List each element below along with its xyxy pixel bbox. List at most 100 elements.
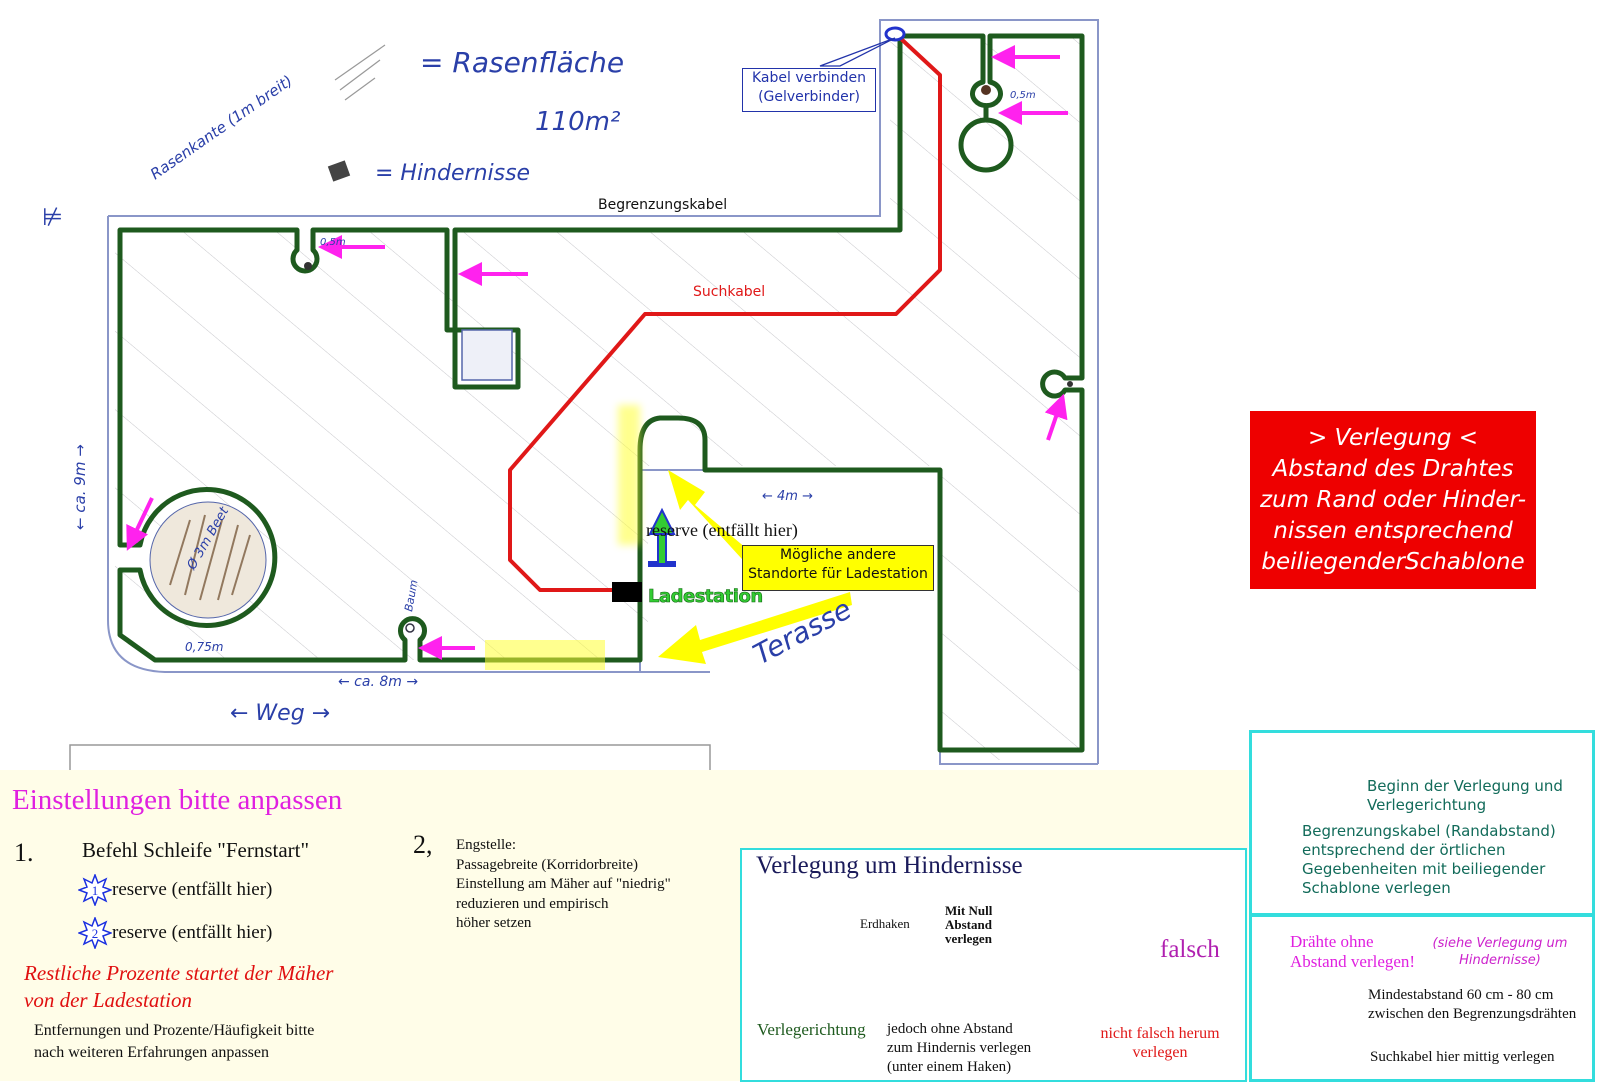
hooks-label: Erdhaken (860, 916, 910, 931)
svg-text:Baum: Baum (402, 579, 420, 613)
item2-line: Passagebreite (Korridorbreite) (456, 856, 639, 873)
zero-gap-line: verlegen (945, 931, 992, 946)
boundary-note: Begrenzungskabel (Randabstand) entsprech… (1302, 822, 1556, 898)
svg-text:1: 1 (92, 883, 99, 898)
zero-gap-line: Mit Null (945, 903, 993, 918)
item2-line: reduzieren und empirisch (456, 895, 609, 912)
item2-line: Einstellung am Mäher auf "niedrig" (456, 876, 671, 892)
connector-callout-line2: (Gelverbinder) (758, 89, 860, 105)
charging-station-icon (612, 582, 642, 602)
boundary-note-line: entsprechend der örtlichen (1302, 841, 1506, 859)
alt-station-line1: Mögliche andere (780, 547, 896, 563)
info-line: Abstand des Drahtes (1272, 455, 1514, 482)
wires-note: Drähte ohne Abstand verlegen! (1290, 932, 1415, 972)
svg-text:← 4m →: ← 4m → (762, 489, 813, 504)
star-badge-1-icon: 1 (78, 874, 112, 906)
svg-text:0,75m: 0,75m (185, 640, 223, 654)
reserve-text-1: reserve (entfällt hier) (112, 879, 273, 900)
see-note-line: Hindernisse) (1459, 953, 1541, 968)
connector-callout-line1: Kabel verbinden (751, 70, 867, 86)
start-direction-arrow-icon (648, 507, 676, 567)
boundary-note-line: Gegebenheiten mit beiliegender (1302, 860, 1546, 878)
search-center-note: Suchkabel hier mittig verlegen (1370, 1049, 1555, 1065)
start-label-line: Verlegerichtung (1367, 796, 1487, 814)
obstacle-panel-title: Verlegung um Hindernisse (756, 852, 1023, 879)
obstacle-routing-panel (740, 848, 1247, 1082)
wrong-label: falsch (1160, 936, 1220, 963)
search-cable (508, 34, 942, 592)
alt-station-line2: Standorte für Ladestation (748, 566, 928, 582)
search-cable-label: Suchkabel (693, 284, 765, 300)
lawn-area (115, 38, 1080, 760)
wires-note-line: Drähte ohne (1290, 932, 1374, 951)
see-obstacle-note: (siehe Verlegung um Hindernisse) (1420, 935, 1580, 969)
lawn-legend-text: = Rasenfläche (420, 46, 624, 79)
installation-info-box: > Verlegung < Abstand des Drahtes zum Ra… (1250, 411, 1536, 589)
lawn-area-text: 110m² (535, 107, 620, 137)
legend-panel-start (1249, 730, 1595, 916)
item1-number: 1. (14, 838, 34, 867)
reserve-item-2: 2 reserve (entfällt hier) (78, 917, 272, 949)
no-gap-note: jedoch ohne Abstand zum Hindernis verleg… (887, 1020, 1031, 1077)
magenta-arrows (126, 45, 1068, 660)
yellow-arrows (658, 470, 852, 664)
item1-heading: Befehl Schleife "Fernstart" (82, 838, 310, 862)
remaining-line: von der Ladestation (24, 988, 192, 1012)
wrong-note-line: nicht falsch herum (1100, 1025, 1220, 1042)
reserve-item-1: 1 reserve (entfällt hier) (78, 874, 272, 906)
item2-line: höher setzen (456, 915, 532, 931)
zero-gap-line: Abstand (945, 917, 992, 932)
svg-text:2: 2 (92, 926, 99, 941)
item2-text: Engstelle: Passagebreite (Korridorbreite… (456, 836, 671, 934)
alt-station-callout: Mögliche andere Standorte für Ladestatio… (742, 545, 934, 591)
boundary-note-line: Begrenzungskabel (Randabstand) (1302, 822, 1556, 840)
no-gap-line: (unter einem Haken) (887, 1059, 1012, 1075)
info-line: zum Rand oder Hinder- (1259, 486, 1527, 513)
min-dist-line: Mindestabstand 60 cm - 80 cm (1368, 987, 1554, 1003)
start-label-line: Beginn der Verlegung und (1367, 777, 1563, 795)
direction-label: Verlegerichtung (757, 1020, 866, 1039)
svg-text:← Weg →: ← Weg → (230, 701, 330, 726)
info-line: beiliegenderSchablone (1261, 548, 1525, 575)
obstacles (149, 85, 1073, 633)
boundary-note-line: Schablone verlegen (1302, 879, 1451, 897)
see-note-line: (siehe Verlegung um (1432, 936, 1568, 951)
handwritten-legend: = Rasenfläche 110m² = Hindernisse Rasenk… (42, 44, 624, 231)
no-gap-line: jedoch ohne Abstand (887, 1021, 1013, 1037)
boundary-cable-label: Begrenzungskabel (598, 197, 727, 213)
remaining-line: Restliche Prozente startet der Mäher (24, 961, 334, 985)
info-line: > Verlegung < (1307, 424, 1479, 451)
start-label: Beginn der Verlegung und Verlegerichtung (1367, 777, 1563, 815)
connector-leader (819, 37, 896, 67)
zero-gap-note: Mit Null Abstand verlegen (945, 904, 992, 946)
reserve-text-2: reserve (entfällt hier) (112, 922, 273, 943)
no-gap-line: zum Hindernis verlegen (887, 1040, 1032, 1056)
svg-text:← ca. 9m →: ← ca. 9m → (71, 444, 89, 530)
settings-title: Einstellungen bitte anpassen (12, 784, 343, 816)
wrong-note: nicht falsch herum verlegen (1090, 1024, 1230, 1062)
min-distance-note: Mindestabstand 60 cm - 80 cm zwischen de… (1368, 986, 1576, 1024)
wires-note-line: Abstand verlegen! (1290, 952, 1416, 971)
svg-text:0,5m: 0,5m (1010, 90, 1036, 101)
adjust-line: Entfernungen und Prozente/Häufigkeit bit… (34, 1022, 315, 1039)
alt-station-highlights (485, 405, 640, 670)
info-line: nissen entsprechend (1273, 517, 1513, 544)
item2-line: Engstelle: (456, 837, 516, 853)
svg-text:← ca. 8m →: ← ca. 8m → (338, 674, 418, 690)
star-badge-2-icon: 2 (78, 917, 112, 949)
svg-text:⊭: ⊭ (42, 203, 63, 231)
min-dist-line: zwischen den Begrenzungsdrähten (1368, 1006, 1577, 1022)
connector-callout: Kabel verbinden (Gelverbinder) (742, 68, 876, 112)
boundary-cable (117, 33, 1085, 753)
obstacle-legend-text: = Hindernisse (375, 161, 530, 186)
lawn-edge-note: Rasenkante (1m breit) (147, 72, 296, 184)
adjust-line: nach weiteren Erfahrungen anpassen (34, 1044, 269, 1061)
cable-connector-icon (884, 26, 906, 42)
charging-station-label: Ladestation (648, 586, 764, 608)
wrong-note-line: verlegen (1132, 1044, 1188, 1061)
adjust-note: Entfernungen und Prozente/Häufigkeit bit… (34, 1020, 314, 1064)
remaining-percent-note: Restliche Prozente startet der Mäher von… (24, 960, 333, 1014)
map-reserve-label: reserve (entfällt hier) (646, 520, 798, 540)
item2-number: 2, (413, 830, 433, 859)
svg-text:0,5m: 0,5m (320, 237, 346, 248)
